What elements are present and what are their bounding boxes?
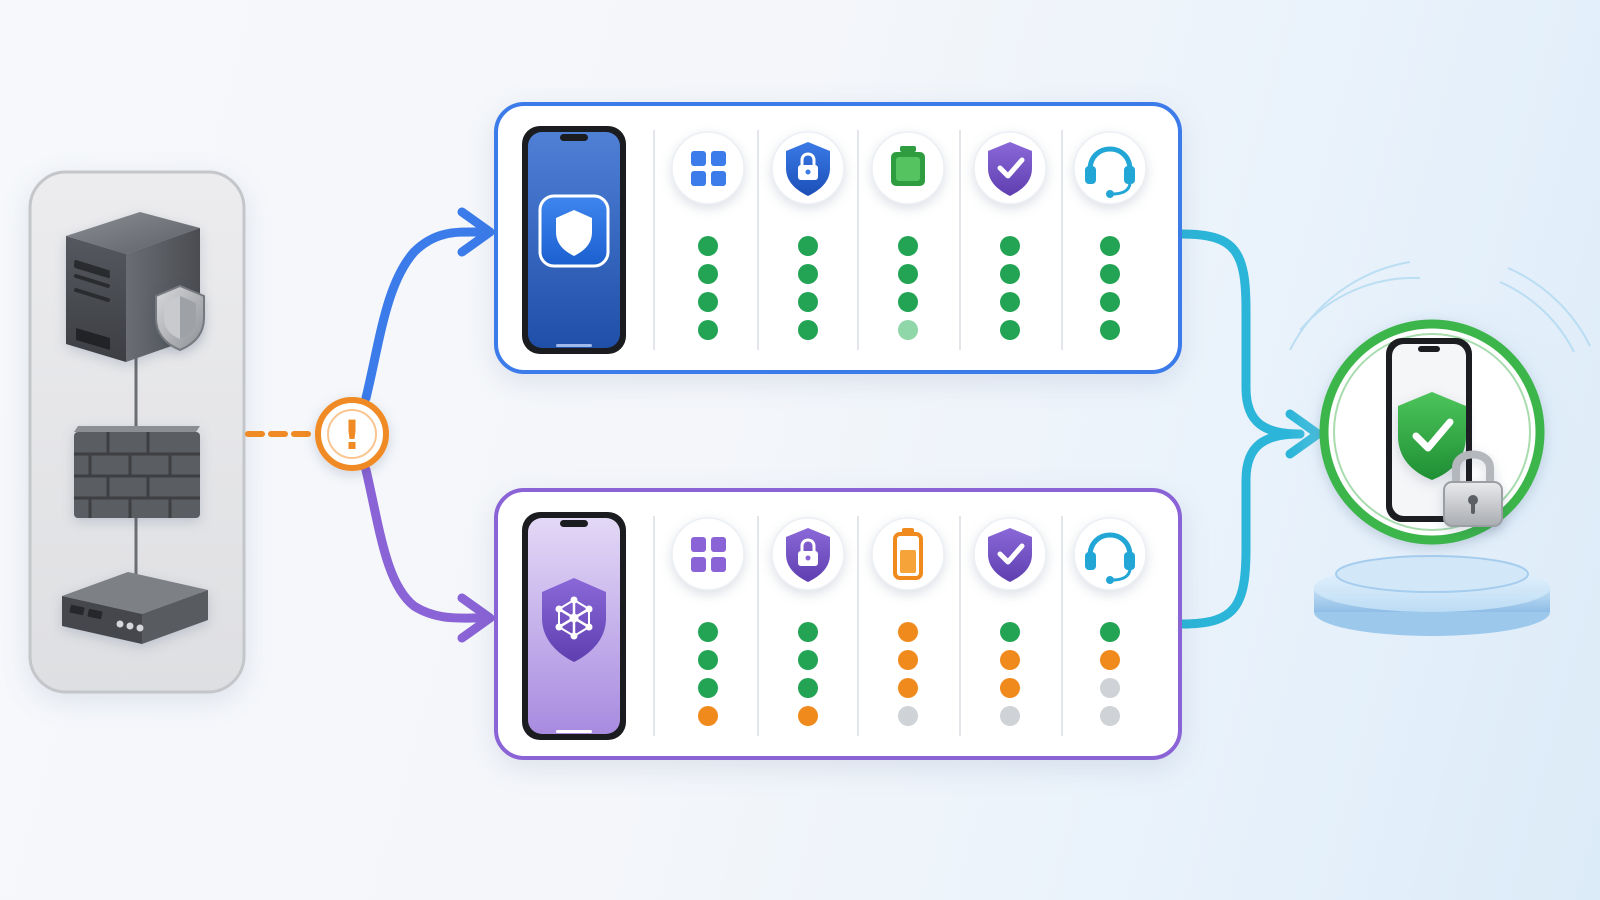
byod-feature-column — [973, 517, 1047, 726]
headset-icon — [1085, 146, 1135, 198]
feature-badge[interactable] — [771, 131, 845, 205]
byod-phone[interactable] — [522, 512, 626, 740]
status-dot — [898, 650, 918, 670]
shield-icon — [155, 284, 205, 352]
status-dot — [1000, 678, 1020, 698]
status-dot — [898, 264, 918, 284]
managed-phone[interactable] — [522, 126, 626, 354]
status-dot — [898, 622, 918, 642]
network-shield-icon — [542, 578, 606, 662]
status-dot — [898, 292, 918, 312]
infrastructure-panel — [28, 170, 246, 694]
firewall-icon — [74, 426, 200, 518]
router-icon — [62, 572, 208, 644]
check-shield-icon — [988, 142, 1032, 196]
shield-icon — [538, 194, 610, 268]
feature-badge[interactable] — [771, 517, 845, 591]
feature-badge[interactable] — [671, 517, 745, 591]
managed-path-card — [494, 102, 1182, 374]
status-dot — [1000, 650, 1020, 670]
status-dot — [798, 292, 818, 312]
purple-route-arrow — [361, 465, 495, 643]
byod-path-card — [494, 488, 1182, 760]
battery-icon — [891, 146, 925, 186]
status-dot — [698, 622, 718, 642]
feature-badge[interactable] — [671, 131, 745, 205]
status-dot — [1100, 622, 1120, 642]
battery-low-icon — [893, 528, 923, 580]
status-dot — [698, 264, 718, 284]
headset-icon — [1085, 532, 1135, 584]
warning-icon[interactable]: ! — [315, 397, 389, 471]
status-dot — [1100, 236, 1120, 256]
status-dot — [1100, 292, 1120, 312]
status-dot — [1100, 706, 1120, 726]
managed-feature-column — [871, 131, 945, 340]
status-dot — [798, 650, 818, 670]
status-dot — [698, 292, 718, 312]
status-dot — [898, 678, 918, 698]
feature-badge[interactable] — [973, 517, 1047, 591]
status-dot — [698, 236, 718, 256]
status-dot — [698, 678, 718, 698]
check-shield-icon — [1398, 392, 1466, 480]
byod-feature-column — [671, 517, 745, 726]
feature-badge[interactable] — [1073, 131, 1147, 205]
status-dot — [1100, 320, 1120, 340]
feature-badge[interactable] — [871, 131, 945, 205]
warning-symbol: ! — [343, 413, 361, 459]
status-dot — [798, 264, 818, 284]
status-dot — [698, 320, 718, 340]
managed-feature-column — [771, 131, 845, 340]
byod-feature-column — [871, 517, 945, 726]
status-dot — [898, 320, 918, 340]
blue-route-arrow — [361, 207, 495, 403]
apps-grid-icon — [691, 537, 726, 572]
status-dot — [1100, 678, 1120, 698]
status-dot — [1000, 706, 1020, 726]
status-dot — [798, 678, 818, 698]
status-dot — [798, 236, 818, 256]
padlock-icon — [1443, 450, 1503, 527]
status-dot — [1100, 264, 1120, 284]
secure-result — [1288, 261, 1591, 636]
byod-feature-column — [771, 517, 845, 726]
byod-feature-column — [1073, 517, 1147, 726]
status-dot — [898, 236, 918, 256]
status-dot — [1000, 320, 1020, 340]
managed-feature-column — [671, 131, 745, 340]
feature-badge[interactable] — [973, 131, 1047, 205]
status-dot — [1000, 622, 1020, 642]
status-dot — [1000, 292, 1020, 312]
apps-grid-icon — [691, 151, 726, 186]
status-dot — [798, 622, 818, 642]
status-dot — [798, 320, 818, 340]
status-dot — [798, 706, 818, 726]
feature-badge[interactable] — [1073, 517, 1147, 591]
lock-shield-icon — [786, 528, 830, 582]
server-icon — [66, 212, 200, 362]
status-dot — [1000, 236, 1020, 256]
status-dot — [898, 706, 918, 726]
managed-feature-column — [973, 131, 1047, 340]
status-dot — [698, 706, 718, 726]
feature-badge[interactable] — [871, 517, 945, 591]
status-dot — [1000, 264, 1020, 284]
check-shield-icon — [988, 528, 1032, 582]
managed-feature-column — [1073, 131, 1147, 340]
lock-shield-icon — [786, 142, 830, 196]
status-dot — [698, 650, 718, 670]
pedestal — [1314, 555, 1550, 636]
status-dot — [1100, 650, 1120, 670]
